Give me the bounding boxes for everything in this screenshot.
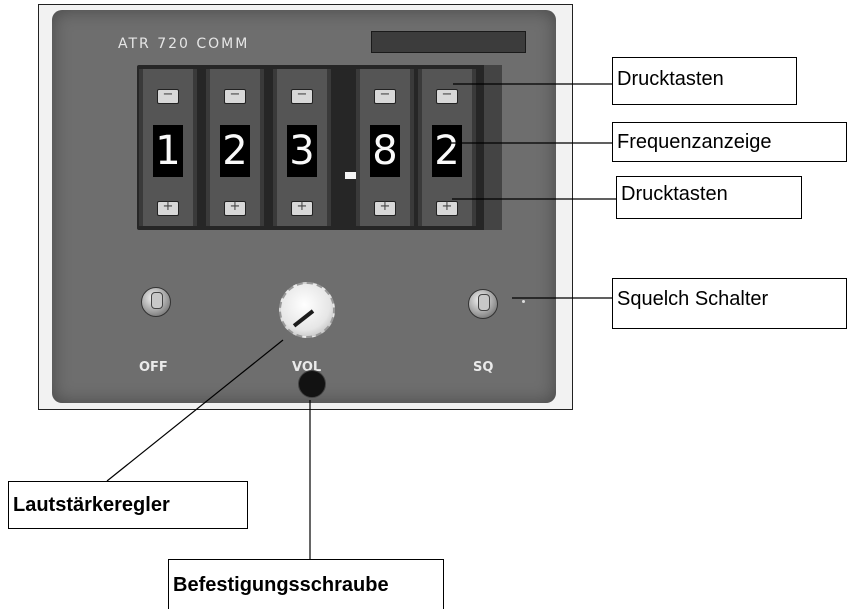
increment-key-2[interactable]: + bbox=[224, 199, 246, 216]
squelch-toggle-switch[interactable] bbox=[468, 289, 498, 319]
minus-icon: − bbox=[379, 87, 391, 102]
callout-push-buttons-top: Drucktasten bbox=[612, 57, 797, 105]
plus-icon: + bbox=[296, 199, 308, 214]
minus-icon: − bbox=[441, 87, 453, 102]
digit-window-5: 2 bbox=[432, 125, 462, 177]
plus-icon: + bbox=[441, 199, 453, 214]
radio-panel: ATR 720 COMM − 1 + − 2 + − 3 + − 8 bbox=[38, 4, 573, 410]
minus-icon: − bbox=[162, 87, 174, 102]
digit-window-1: 1 bbox=[153, 125, 183, 177]
minus-icon: − bbox=[296, 87, 308, 102]
callout-squelch-switch: Squelch Schalter bbox=[612, 278, 847, 329]
frequency-digit: 2 bbox=[434, 128, 460, 174]
plus-icon: + bbox=[229, 199, 241, 214]
frequency-digit: 1 bbox=[155, 128, 181, 174]
increment-key-1[interactable]: + bbox=[157, 199, 179, 216]
frequency-digit: 3 bbox=[289, 128, 315, 174]
callout-volume-control: Lautstärkeregler bbox=[8, 481, 248, 529]
callout-mounting-screw: Befestigungsschraube bbox=[168, 559, 444, 609]
digit-column-1: − 1 + bbox=[139, 69, 197, 226]
decrement-key-5[interactable]: − bbox=[436, 87, 458, 104]
digit-window-4: 8 bbox=[370, 125, 400, 177]
digit-column-4: − 8 + bbox=[356, 69, 414, 226]
leader-volume-control bbox=[106, 339, 284, 482]
decrement-key-1[interactable]: − bbox=[157, 87, 179, 104]
callout-frequency-display: Frequenzanzeige bbox=[612, 122, 847, 162]
decimal-point bbox=[345, 172, 356, 179]
decrement-key-3[interactable]: − bbox=[291, 87, 313, 104]
decrement-key-4[interactable]: − bbox=[374, 87, 396, 104]
volume-knob[interactable] bbox=[279, 282, 335, 338]
off-label: OFF bbox=[139, 360, 168, 375]
digit-column-2: − 2 + bbox=[206, 69, 264, 226]
plus-icon: + bbox=[379, 199, 391, 214]
frequency-digit: 2 bbox=[222, 128, 248, 174]
increment-key-5[interactable]: + bbox=[436, 199, 458, 216]
digit-column-3: − 3 + bbox=[273, 69, 331, 226]
radio-faceplate: ATR 720 COMM − 1 + − 2 + − 3 + − 8 bbox=[52, 10, 556, 403]
indicator-dot bbox=[522, 300, 525, 303]
blank-display-window bbox=[371, 31, 526, 53]
frequency-digit: 8 bbox=[372, 128, 398, 174]
increment-key-4[interactable]: + bbox=[374, 199, 396, 216]
off-toggle-switch[interactable] bbox=[141, 287, 171, 317]
display-side-rail bbox=[484, 65, 502, 230]
digit-window-2: 2 bbox=[220, 125, 250, 177]
model-label: ATR 720 COMM bbox=[118, 36, 250, 52]
digit-column-5: − 2 + bbox=[418, 69, 476, 226]
plus-icon: + bbox=[162, 199, 174, 214]
mounting-screw bbox=[298, 370, 326, 398]
decrement-key-2[interactable]: − bbox=[224, 87, 246, 104]
digit-window-3: 3 bbox=[287, 125, 317, 177]
minus-icon: − bbox=[229, 87, 241, 102]
frequency-display-block: − 1 + − 2 + − 3 + − 8 + − 2 bbox=[137, 65, 502, 230]
sq-label: SQ bbox=[473, 360, 494, 375]
callout-push-buttons-bottom: Drucktasten bbox=[616, 176, 802, 219]
increment-key-3[interactable]: + bbox=[291, 199, 313, 216]
